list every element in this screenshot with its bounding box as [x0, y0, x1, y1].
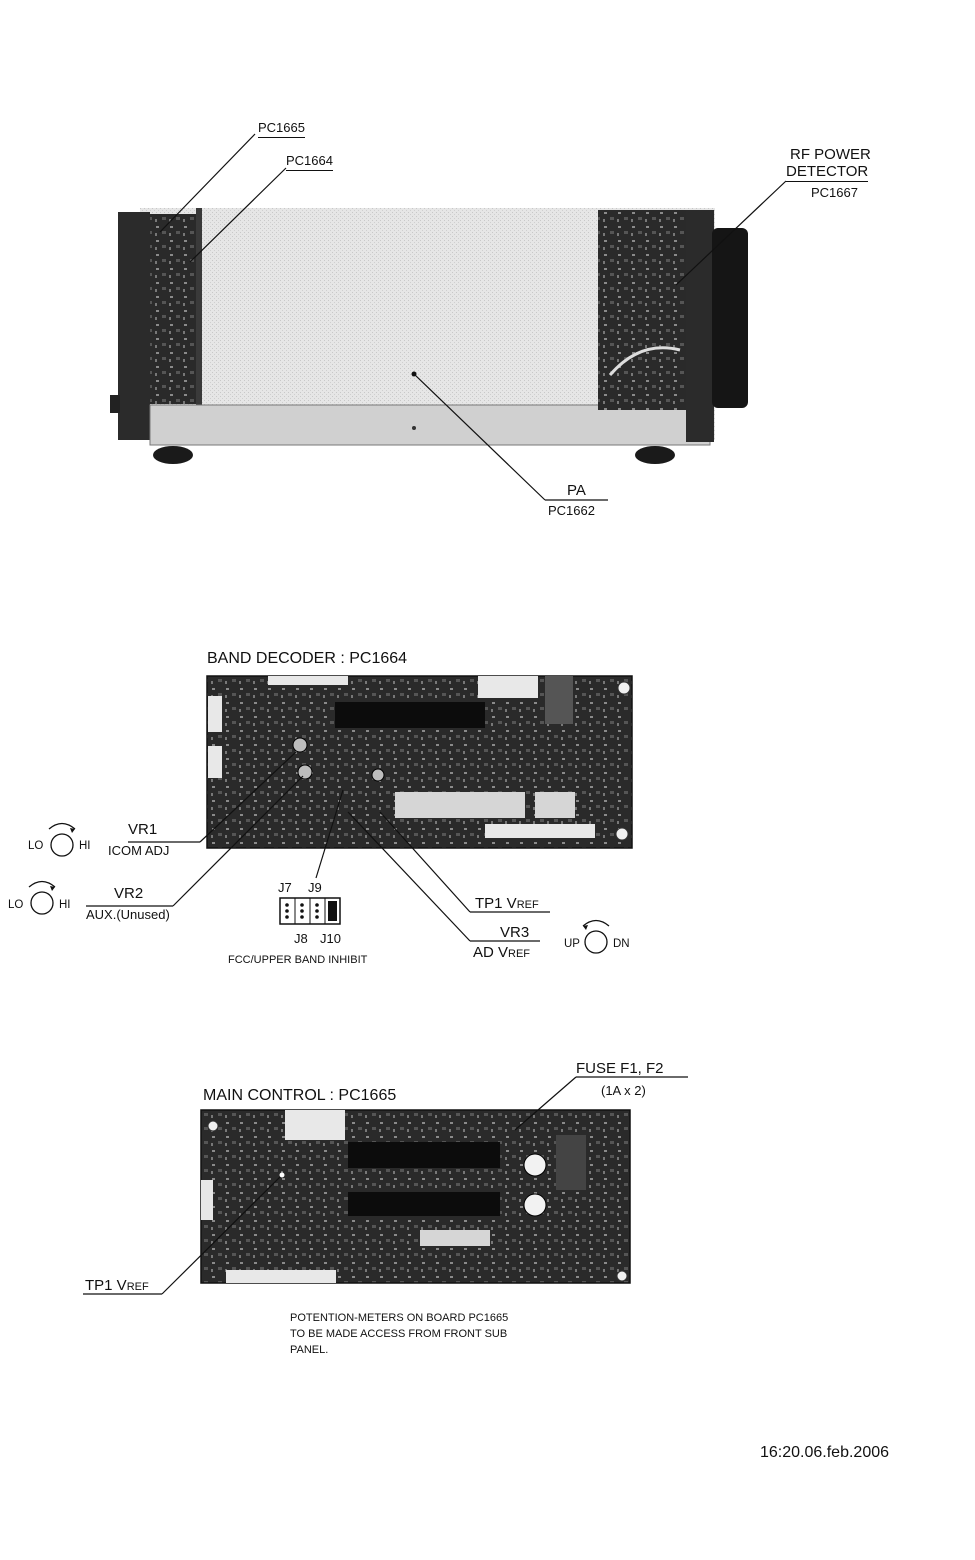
vr2-label: VR2: [114, 885, 144, 902]
note-line-2: TO BE MADE ACCESS FROM FRONT SUB: [290, 1328, 508, 1340]
main-tp1-vref-label: TP1 VREF: [85, 1277, 149, 1294]
main-control-pcb: [200, 1109, 631, 1284]
foot-left: [153, 446, 193, 464]
pa-label: PA: [567, 482, 586, 499]
fuse-label: FUSE F1, F2: [576, 1060, 664, 1077]
vr1-lo-label: LO: [28, 840, 44, 852]
pc1667-label: PC1667: [811, 185, 858, 200]
pc1662-label: PC1662: [548, 503, 595, 518]
tp1-vref-label: TP1 VREF: [475, 895, 539, 912]
band-decoder-title: BAND DECODER : PC1664: [207, 650, 408, 667]
band-decoder-pcb: [206, 675, 633, 849]
vr1-label: VR1: [128, 821, 158, 838]
amplifier-photo: [110, 208, 748, 464]
main-control-title: MAIN CONTROL : PC1665: [203, 1087, 397, 1104]
rear-panel: [686, 210, 714, 442]
fuse-rating-label: (1A x 2): [601, 1083, 646, 1098]
vr3-knob-icon: [582, 919, 610, 954]
rf-power-label: RF POWER: [790, 146, 871, 163]
vr3-label: VR3: [500, 924, 530, 941]
vr1-hi-label: HI: [79, 840, 91, 852]
inhibit-label: FCC/UPPER BAND INHIBIT: [228, 954, 368, 966]
ic-chip: [335, 702, 485, 728]
rear-pcb-area: [598, 210, 690, 410]
detector-label: DETECTOR: [786, 163, 869, 182]
foot-right: [635, 446, 675, 464]
vr1-knob-icon: [48, 822, 76, 857]
front-panel: [118, 212, 150, 440]
vr2-hi-label: HI: [59, 899, 71, 911]
timestamp: 16:20.06.feb.2006: [760, 1444, 890, 1461]
j8-label: J8: [294, 931, 308, 946]
vr2-knob-icon: [28, 880, 56, 915]
vr2-desc: AUX.(Unused): [86, 907, 170, 922]
j9-label: J9: [308, 880, 322, 895]
pc1665-label: PC1665: [258, 120, 305, 138]
j7-label: J7: [278, 880, 292, 895]
note-line-1: POTENTION-METERS ON BOARD PC1665: [290, 1312, 509, 1324]
note-line-3: PANEL.: [290, 1344, 329, 1356]
j10-label: J10: [320, 931, 341, 946]
jumper-block-icon: [279, 897, 341, 925]
vr2-lo-label: LO: [8, 899, 24, 911]
vr1-desc: ICOM ADJ: [108, 843, 170, 858]
rear-fan: [712, 228, 748, 408]
vr3-up-label: UP: [564, 938, 580, 950]
front-pcb-area: [150, 214, 200, 404]
vr3-dn-label: DN: [613, 938, 630, 950]
chassis-rail: [149, 404, 711, 446]
ad-vref-label: AD VREF: [473, 944, 531, 961]
pc1664-label: PC1664: [286, 153, 333, 171]
